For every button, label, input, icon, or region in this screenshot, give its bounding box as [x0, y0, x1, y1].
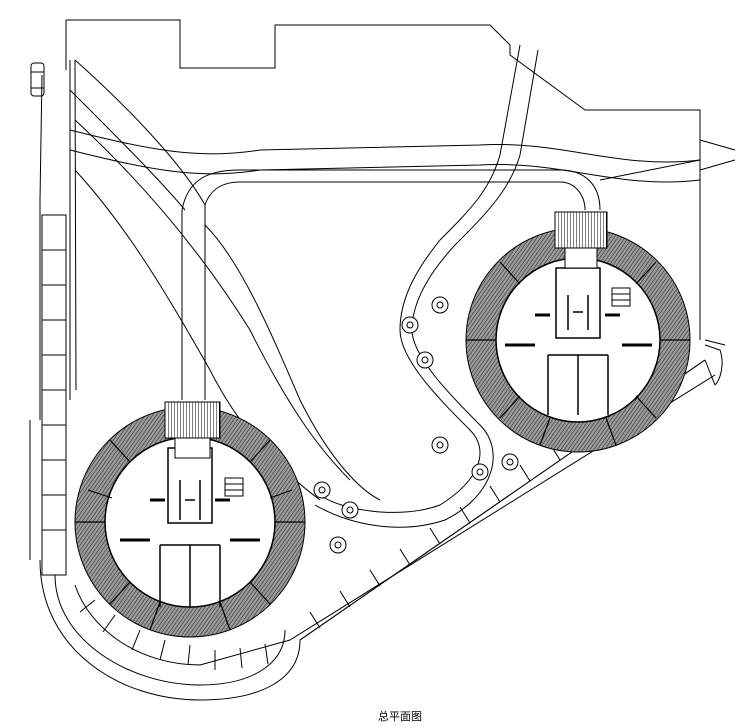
tree-icon — [431, 436, 449, 454]
tree-icon — [431, 296, 449, 314]
stair-icon — [164, 401, 244, 497]
tree-icon — [341, 501, 359, 519]
tree-icon — [329, 536, 347, 554]
site-boundary — [29, 19, 701, 560]
parking-strip — [41, 214, 67, 576]
building-right — [465, 211, 691, 453]
stair-icon — [554, 211, 631, 307]
tree-icon — [501, 453, 519, 471]
trees — [313, 296, 519, 554]
tree-icon — [416, 351, 434, 369]
tree-icon — [401, 316, 419, 334]
tree-icon — [313, 481, 331, 499]
drawing-caption: 总平面图 — [378, 710, 422, 723]
tree-icon — [471, 463, 489, 481]
roads — [69, 44, 736, 528]
building-left — [74, 401, 306, 638]
car-icon — [30, 62, 45, 97]
